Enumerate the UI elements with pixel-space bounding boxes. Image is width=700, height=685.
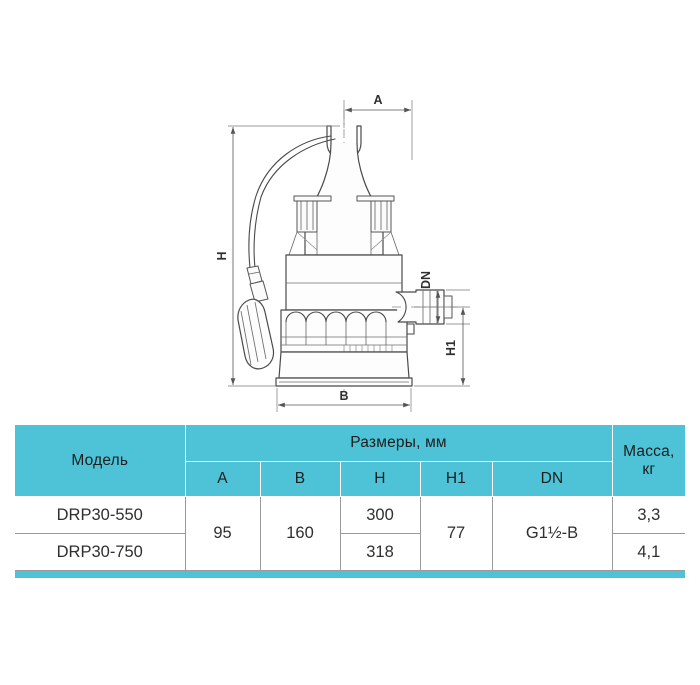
cell-a: 95 xyxy=(184,496,261,571)
cell-model-1: DRP30-550 xyxy=(15,496,186,534)
header-col-h: H xyxy=(339,461,421,497)
table-row: DRP30-750 318 4,1 xyxy=(15,533,686,571)
table-body: DRP30-550 95 160 300 77 G1½-B 3,3 DRP30-… xyxy=(15,496,686,571)
header-col-dn: DN xyxy=(491,461,613,497)
header-dimensions-group: Размеры, мм xyxy=(184,425,613,462)
cell-dn: G1½-B xyxy=(491,496,613,571)
table-head: Модель Размеры, мм Масса, кг A B H H1 DN xyxy=(15,425,686,497)
header-col-h1: H1 xyxy=(419,461,493,497)
cell-mass-2: 4,1 xyxy=(611,533,686,571)
table-row: DRP30-550 95 160 300 77 G1½-B 3,3 xyxy=(15,496,686,571)
cell-b: 160 xyxy=(259,496,341,571)
dimension-label-a: A xyxy=(373,93,382,107)
dimension-label-h1: H1 xyxy=(444,340,458,356)
cell-h-2: 318 xyxy=(339,533,421,571)
cell-mass-1: 3,3 xyxy=(611,496,686,534)
table-bottom-accent-bar xyxy=(15,571,685,578)
technical-drawing: .ln{fill:none;stroke:#4a4a4a;stroke-widt… xyxy=(215,93,470,412)
header-col-b: B xyxy=(259,461,341,497)
header-model: Модель xyxy=(15,425,186,497)
specifications-table-wrapper: Модель Размеры, мм Масса, кг A B H H1 DN xyxy=(15,425,686,578)
cell-model-2: DRP30-750 xyxy=(15,533,186,571)
header-mass-line1: Масса, xyxy=(623,442,675,460)
dimension-label-b: B xyxy=(339,389,348,403)
dimension-label-dn: DN xyxy=(419,271,433,289)
header-col-a: A xyxy=(184,461,261,497)
header-mass-line2: кг xyxy=(642,460,656,478)
dimension-label-h: H xyxy=(215,251,229,260)
cell-h1: 77 xyxy=(419,496,493,571)
cell-h-1: 300 xyxy=(339,496,421,534)
header-mass: Масса, кг xyxy=(611,425,686,497)
specifications-table: Модель Размеры, мм Масса, кг A B H H1 DN xyxy=(15,425,686,571)
